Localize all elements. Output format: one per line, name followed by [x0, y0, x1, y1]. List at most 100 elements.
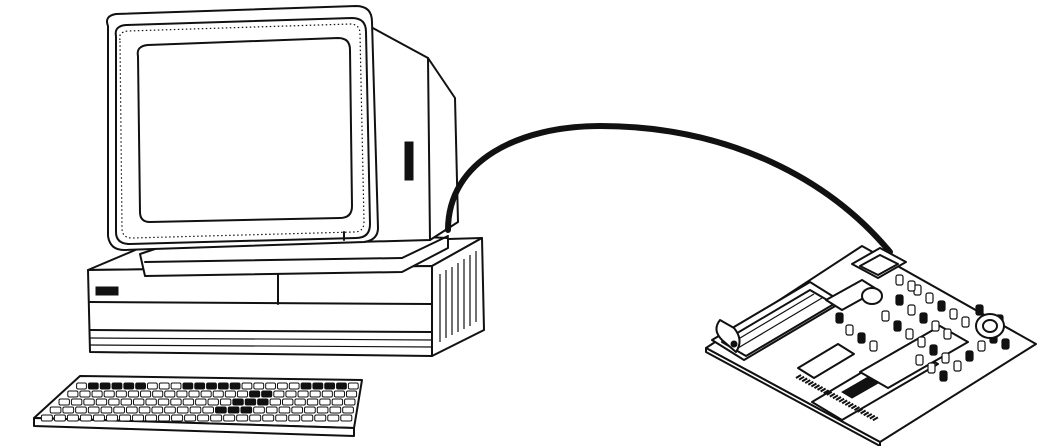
keyboard-key [184, 414, 197, 422]
keyboard-key [265, 382, 276, 390]
keyboard-key [70, 398, 83, 406]
edge-pin [807, 380, 814, 386]
keyboard-key [158, 382, 170, 390]
keyboard-key [291, 406, 304, 414]
keyboard-key [331, 398, 344, 406]
keyboard-key [273, 390, 285, 398]
keyboard-key [241, 382, 253, 390]
circuit-board-icon [705, 245, 1037, 446]
keyboard-key [188, 390, 200, 398]
keyboard-key [229, 382, 241, 390]
keyboard-key [275, 414, 288, 422]
case-vents [439, 251, 477, 342]
keyboard-key [140, 390, 152, 398]
edge-pin [838, 397, 845, 403]
keyboard-key [194, 382, 206, 390]
board-component [917, 336, 926, 348]
keyboard-key [340, 414, 353, 422]
keyboard-key [123, 382, 135, 390]
edge-pin [850, 404, 857, 410]
keyboard-key [151, 406, 164, 414]
keyboard-key [249, 414, 262, 422]
keyboard-key [319, 398, 331, 406]
board-component [905, 328, 914, 340]
board-component [941, 352, 950, 364]
board-component [961, 316, 970, 328]
keyboard-key [215, 406, 227, 414]
keyboard-key [119, 414, 132, 422]
keyboard-key [91, 390, 103, 398]
keyboard-key [212, 390, 224, 398]
keyboard-keys [40, 382, 359, 422]
edge-pin [804, 379, 811, 384]
board-component [931, 320, 940, 332]
board-component [915, 354, 924, 366]
keyboard-key [227, 406, 240, 414]
board-component [869, 340, 878, 352]
edge-pin [869, 414, 876, 420]
keyboard-key [327, 414, 340, 422]
keyboard-key [95, 398, 108, 406]
keyboard-key [120, 398, 133, 406]
edge-pin [857, 407, 864, 413]
keyboard-key [49, 406, 62, 414]
keyboard-key [344, 398, 356, 406]
keyboard-key [288, 382, 300, 390]
keyboard-key [316, 406, 329, 414]
keyboard-key [176, 390, 188, 398]
keyboard-key [269, 398, 282, 406]
board-component [977, 340, 986, 352]
edge-pin [826, 391, 833, 396]
keyboard-key [87, 382, 99, 390]
keyboard-key [182, 398, 195, 406]
keyboard-key [210, 414, 223, 422]
board-component [1001, 338, 1010, 350]
keyboard-key [108, 398, 120, 406]
keyboard-key [333, 390, 345, 398]
keyboard-key [145, 414, 158, 422]
keyboard-key [113, 406, 125, 414]
board-component [895, 294, 904, 306]
keyboard-key [135, 382, 147, 390]
keyboard-key [157, 398, 170, 406]
keyboard-key [240, 406, 253, 414]
board-component [943, 328, 952, 340]
keyboard-key [158, 414, 171, 422]
keyboard-key [265, 406, 278, 414]
edge-pin [866, 413, 873, 418]
keyboard-key [152, 390, 164, 398]
board-component [835, 312, 844, 324]
board-component [907, 280, 916, 292]
keyboard-key [79, 414, 92, 422]
edge-pin [844, 401, 851, 406]
keyboard-key [171, 414, 184, 422]
keyboard-icon [33, 375, 363, 437]
keyboard-key [244, 398, 257, 406]
keyboard-key [75, 406, 87, 414]
keyboard-key [182, 382, 194, 390]
board-component [929, 344, 938, 356]
keyboard-key [83, 398, 95, 406]
edge-pin [813, 384, 820, 390]
keyboard-key [132, 414, 145, 422]
edge-pin [872, 416, 879, 422]
keyboard-key [62, 406, 75, 414]
keyboard-key [127, 390, 139, 398]
board-component [937, 300, 946, 312]
board-components [835, 274, 1010, 382]
case-badge [95, 286, 119, 296]
keyboard-key [133, 398, 145, 406]
keyboard-key [164, 390, 176, 398]
edge-pin [810, 382, 817, 388]
board-component [965, 350, 974, 362]
keyboard-key [253, 382, 265, 390]
edge-pin [835, 396, 842, 401]
keyboard-key [189, 406, 202, 414]
board-component [857, 332, 866, 344]
keyboard-key [170, 398, 182, 406]
edge-pin [795, 374, 802, 379]
edge-pin [823, 389, 830, 395]
keyboard-key [197, 414, 210, 422]
